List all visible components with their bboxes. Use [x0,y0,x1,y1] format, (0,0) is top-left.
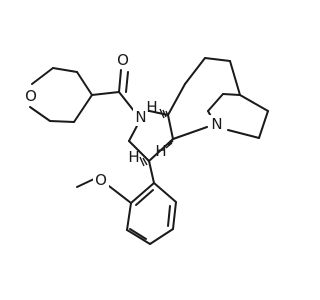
bicyclic-cage [167,57,269,140]
bond-ar6-ar1 [130,182,155,204]
carbonyl-oxygen-label: O [117,51,129,69]
bond-c7-c6 [204,57,231,62]
bridgehead-nitrogen-label: N [211,115,222,133]
oxane-ring [29,67,93,123]
bond-c2-c1 [258,110,269,139]
atom-carbonyl-oxygen: O [115,51,131,69]
aromatic-inner-3 [135,189,154,206]
bond-c4-c5 [49,120,75,123]
bond-c6-bridgehead [229,60,241,96]
atom-amide-nitrogen: N [133,108,149,126]
molecule-diagram: O O N N O H H H [23,51,269,245]
bond-ar-o [108,185,132,204]
bond-o-c1 [31,67,54,85]
bond-ar1-ar2 [153,182,177,203]
atom-stereo-h-top: H [146,98,157,116]
bond-c8a-c8 [167,83,186,116]
benzene-ring [126,160,177,245]
bond-ar5-ar6 [126,202,132,231]
oxane-oxygen-label: O [25,87,37,105]
stereo-h-top-label: H [146,98,157,116]
atom-stereo-h-mid: H [155,142,166,160]
atom-methoxy-oxygen: O [93,171,109,189]
bond-c8-c7 [184,57,206,85]
bond-n-ch2 [128,123,139,142]
atom-stereo-h-low: H [128,148,139,166]
aromatic-inner-2 [129,228,147,240]
bond-ch2-c3 [128,140,150,162]
methoxy-oxygen-label: O [95,171,107,189]
bond-bridgehead-c2 [239,94,269,112]
structure-svg: O O N N O H H H [23,51,269,245]
stereo-hash-top [159,108,169,119]
bond-c5-o [29,106,51,122]
bond-c3-aryl [148,160,155,184]
stereo-hash-low [139,156,151,167]
bond-ar2-ar3 [172,201,177,230]
bond-c1-c2 [52,67,78,73]
bond-carbonyl-n [118,91,135,112]
bond-c3a-c8a [167,114,174,140]
bond-co-b [125,71,129,93]
bond-c1-n [227,129,260,139]
amide-nitrogen-label: N [135,108,146,126]
bond-bridge-c4 [207,93,224,112]
bond-c3a-n [172,126,208,140]
stereo-hash-mid [165,138,175,149]
bond-ar4-ar5 [126,229,151,245]
aromatic-inner-1 [167,205,171,227]
atom-bridgehead-nitrogen: N [209,115,225,133]
stereo-h-low-label: H [128,148,139,166]
stereo-h-mid-label: H [155,142,166,160]
bond-c2-c3 [76,71,93,96]
bond-o-ch3 [76,178,95,188]
bond-ar3-ar4 [149,228,174,245]
atom-oxane-oxygen: O [23,87,39,105]
bond-bridgehead-bridge [222,93,241,96]
methoxy-group [76,178,132,204]
carbonyl-double-bond [118,69,129,93]
bond-c3-c4 [73,94,93,123]
bond-ring-carbonyl [91,91,120,96]
bond-c3-c3a [148,138,174,162]
bond-co-a [118,69,122,93]
